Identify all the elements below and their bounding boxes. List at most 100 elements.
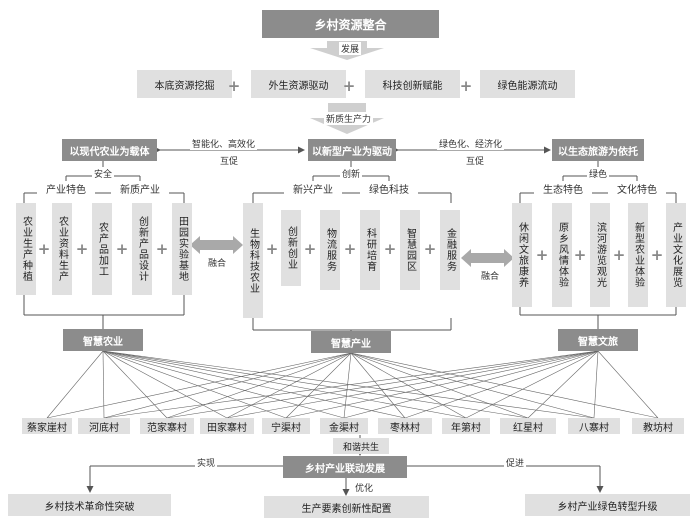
village-box: 年第村 <box>442 418 490 434</box>
pillar-industry: 以新型产业为驱动 <box>308 139 396 161</box>
plus-sign: + <box>650 246 664 264</box>
hub-village-link <box>350 352 659 419</box>
pillar-agriculture: 以现代农业为载体 <box>62 139 157 161</box>
activity-column: 金融服务 <box>440 210 460 290</box>
hub-village-link <box>102 350 287 419</box>
outcome-verb: 实现 <box>195 456 218 469</box>
hub-village-link <box>102 350 168 419</box>
village-box: 宁渠村 <box>262 418 310 434</box>
village-box: 红星村 <box>500 418 556 434</box>
hub-village-link <box>285 352 352 419</box>
plus-sign: + <box>459 77 473 95</box>
plus-sign: + <box>37 240 51 258</box>
flow-label: 发展 <box>338 42 362 55</box>
plus-sign: + <box>303 240 317 258</box>
plus-sign: + <box>343 240 357 258</box>
subhead: 绿色科技 <box>360 181 418 196</box>
plus-sign: + <box>265 240 279 258</box>
hub-village-link <box>593 350 599 419</box>
hub-village-link <box>343 352 352 419</box>
hub-village-link <box>350 352 595 419</box>
village-box: 八寨村 <box>568 418 620 434</box>
hub-village-link <box>102 350 406 419</box>
hub-village-link <box>343 350 599 419</box>
hub-smart-agriculture: 智慧农业 <box>63 329 143 351</box>
activity-column: 科研培育 <box>360 210 380 290</box>
plus-sign: + <box>612 246 626 264</box>
plus-sign: + <box>573 246 587 264</box>
activity-column: 农产品加工 <box>92 203 112 295</box>
village-box: 范家寨村 <box>140 418 194 434</box>
subhead: 文化特色 <box>608 181 666 196</box>
plus-sign: + <box>115 240 129 258</box>
outcome-verb: 优化 <box>353 481 376 494</box>
group-caption: 创新 <box>339 167 363 180</box>
resource-box: 本底资源挖掘 <box>137 70 232 98</box>
subhead: 新兴产业 <box>284 181 342 196</box>
hub-village-link <box>102 350 595 419</box>
link-label-top: 绿色化、经济化 <box>437 137 505 150</box>
plus-sign: + <box>383 240 397 258</box>
link-label-bottom: 互促 <box>464 154 487 167</box>
hub-village-link <box>102 350 228 419</box>
activity-column: 滨河游览观光 <box>590 203 610 307</box>
hub-village-link <box>103 352 352 419</box>
link-label-bottom: 互促 <box>218 154 241 167</box>
subhead: 新质产业 <box>111 181 169 196</box>
pillar-tourism: 以生态旅游为依托 <box>552 139 644 161</box>
activity-column: 生物科技农业 <box>243 203 263 318</box>
hub-village-link <box>46 350 104 419</box>
plus-sign: + <box>155 240 169 258</box>
village-box: 教坊村 <box>632 418 684 434</box>
activity-column: 智慧园区 <box>400 210 420 290</box>
activity-column: 产业文化展览 <box>666 203 686 307</box>
activity-column: 农业生产种植 <box>16 203 36 295</box>
activity-column: 物流服务 <box>320 210 340 290</box>
hub-village-link <box>350 352 529 419</box>
outcome-box: 生产要素创新性配置 <box>264 496 429 518</box>
hub-village-link <box>465 350 599 419</box>
village-box: 田家寨村 <box>200 418 254 434</box>
activity-column: 休闲文旅康养 <box>512 203 532 307</box>
plus-sign: + <box>423 240 437 258</box>
fusion-label: 融合 <box>479 269 502 282</box>
activity-column: 田园实验基地 <box>172 203 192 295</box>
plus-sign: + <box>75 240 89 258</box>
subhead: 产业特色 <box>37 181 95 196</box>
activity-column: 创新创业 <box>281 210 301 286</box>
plus-sign: + <box>535 246 549 264</box>
hub-smart-tourism: 智慧文旅 <box>558 329 638 351</box>
hub-village-link <box>226 352 352 419</box>
fusion-arrow-icon <box>461 249 514 267</box>
outcome-box: 乡村产业绿色转型升级 <box>525 494 690 516</box>
hub-village-link <box>597 350 659 419</box>
fusion-label: 融合 <box>206 256 229 269</box>
hub-village-link <box>102 350 467 419</box>
activity-column: 创新产品设计 <box>132 203 152 295</box>
hub-village-link <box>103 350 599 419</box>
village-box: 蔡家崖村 <box>22 418 72 434</box>
group-caption: 绿色 <box>586 167 610 180</box>
outcome-verb: 促进 <box>504 456 527 469</box>
village-box: 枣林村 <box>378 418 432 434</box>
activity-column: 新型农业体验 <box>628 203 648 307</box>
page-title: 乡村资源整合 <box>262 10 439 38</box>
hub-village-link <box>285 350 599 419</box>
hub-smart-industry: 智慧产业 <box>311 331 391 353</box>
activity-column: 农业资料生产 <box>52 203 72 295</box>
village-box: 河底村 <box>78 418 130 434</box>
hub-village-link <box>102 350 345 419</box>
outcome-box: 乡村技术革命性突破 <box>8 494 171 516</box>
plus-sign: + <box>227 77 241 95</box>
linkage-center: 乡村产业联动发展 <box>283 456 407 478</box>
fusion-arrow-icon <box>190 236 243 254</box>
activity-column: 原乡风情体验 <box>552 203 572 307</box>
resource-box: 绿色能源流动 <box>480 70 575 98</box>
hub-village-link <box>226 350 599 419</box>
hub-village-link <box>102 350 529 419</box>
harmony-label: 和谐共生 <box>333 438 389 454</box>
village-box: 金渠村 <box>320 418 368 434</box>
subhead: 生态特色 <box>534 181 592 196</box>
group-caption: 安全 <box>91 167 115 180</box>
resource-box: 科技创新赋能 <box>365 70 460 98</box>
